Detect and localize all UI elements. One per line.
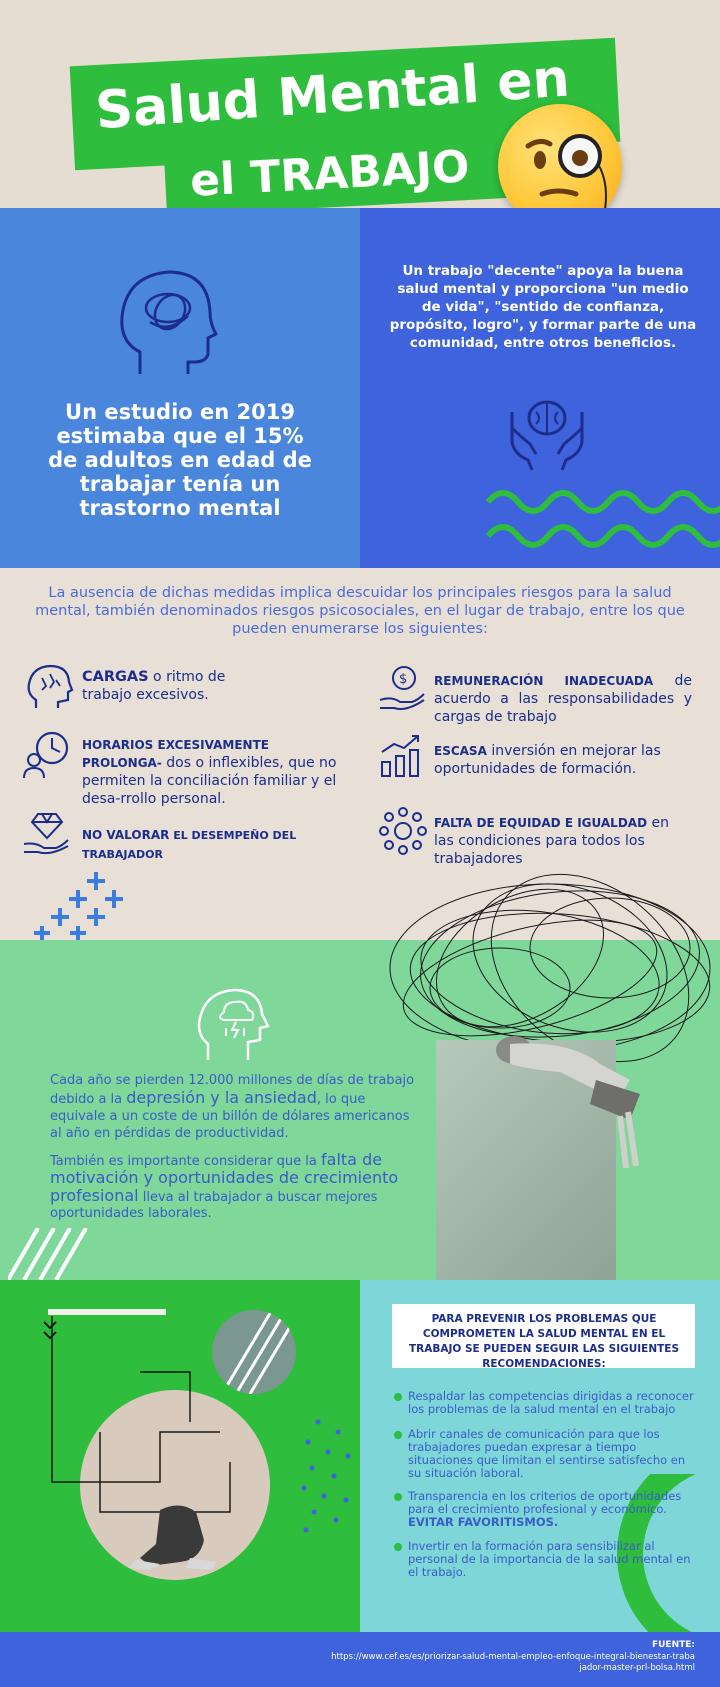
- equality-network-icon: [378, 806, 428, 856]
- bullet-dot: [394, 1393, 402, 1401]
- bullet-dot: [394, 1493, 402, 1501]
- clock-person-icon: [22, 730, 72, 780]
- dot-pattern-decoration: [298, 1416, 358, 1536]
- risks-section: [0, 568, 720, 940]
- source-label: FUENTE:: [651, 1640, 695, 1650]
- decent-work-text: Un trabajo "decente" apoya la buena salu…: [389, 263, 697, 351]
- bullet-dot: [394, 1431, 402, 1439]
- risk-head-1: Cargas: [82, 669, 149, 685]
- motivation-highlight: falta de motivación y oportunidades de c…: [50, 1150, 399, 1205]
- risk-item-equity: Falta de equidad e igualdad en las condi…: [434, 814, 674, 868]
- person-silhouette: [480, 1020, 650, 1170]
- productivity-loss-text: Cada año se pierden 12.000 millones de d…: [50, 1072, 420, 1142]
- risk-head-2: Horarios excesivamente prolonga-: [82, 738, 269, 770]
- white-bar-decoration: [48, 1309, 166, 1315]
- risk-rest-6: en las condiciones para todos los trabaj…: [434, 815, 669, 867]
- motivation-text-pre: También es importante considerar que la: [50, 1154, 322, 1169]
- scribble-cloud-illustration: [360, 868, 720, 1068]
- risk-rest-3: el desempeño del trabajador: [82, 829, 297, 861]
- money-hand-icon: $: [378, 664, 428, 714]
- recommendation-text-3: Transparencia en los criterios de oportu…: [408, 1489, 682, 1516]
- risk-item-pay: Remuneración inadecuada de acuerdo a las…: [434, 672, 692, 726]
- footer: [0, 1632, 720, 1687]
- risk-rest-1: o ritmo de trabajo excesivos.: [82, 669, 226, 703]
- head-scribble-icon: [110, 262, 220, 382]
- loss-text-pre: Cada año se pierden 12.000 millones de d…: [50, 1073, 415, 1107]
- plus-pattern-decoration: [34, 870, 134, 940]
- diagonal-stripes-decoration: [6, 1227, 98, 1281]
- loss-highlight: depresión y la ansiedad: [126, 1088, 317, 1107]
- sitting-person-illustration: [120, 1500, 230, 1572]
- thinking-monocle-emoji-icon: [498, 104, 622, 228]
- green-wave-decoration: [485, 480, 720, 560]
- risk-head-4: Remuneración inadecuada: [434, 674, 654, 688]
- recommendations-title-box: [392, 1304, 695, 1368]
- risk-head-5: Escasa: [434, 744, 487, 758]
- recommendation-item-4: Invertir en la formación para sensibiliz…: [394, 1539, 698, 1579]
- risk-head-6: Falta de equidad e igualdad: [434, 816, 648, 830]
- risk-item-workload: Cargas o ritmo de trabajo excesivos.: [82, 668, 252, 704]
- svg-text:$: $: [399, 672, 407, 687]
- risk-head-3: No valorar: [82, 828, 170, 842]
- line-grid-decoration: [40, 1312, 270, 1532]
- motivation-text-post: lleva al trabajador a buscar mejores opo…: [50, 1190, 378, 1221]
- recommendation-item-1: Respaldar las competencias dirigidas a r…: [394, 1389, 698, 1416]
- recommendation-text-4: Invertir en la formación para sensibiliz…: [408, 1539, 691, 1579]
- recommendation-item-2: Abrir canales de comunicación para que l…: [394, 1427, 698, 1480]
- loss-text-post: , lo que equivale a un coste de un billó…: [50, 1092, 410, 1141]
- study-stat-text: Un estudio en 2019 estimaba que el 15% d…: [48, 400, 312, 520]
- growth-chart-icon: [378, 730, 428, 780]
- risk-item-value: No valorar el desempeño del trabajador: [82, 826, 372, 864]
- recommendations-title: Para prevenir los problemas que comprome…: [408, 1313, 680, 1370]
- motivation-text: También es importante considerar que la …: [50, 1152, 420, 1222]
- hands-brain-icon: [502, 392, 592, 472]
- bullet-dot: [394, 1543, 402, 1551]
- recommendation-text-2: Abrir canales de comunicación para que l…: [408, 1427, 686, 1480]
- risk-rest-2: dos o inflexibles, que no permiten la co…: [82, 755, 337, 807]
- risk-item-training: Escasa inversión en mejorar las oportuni…: [434, 742, 694, 778]
- source-link[interactable]: https://www.cef.es/es/priorizar-salud-me…: [331, 1652, 695, 1673]
- anxiety-head-icon: [196, 984, 270, 1064]
- study-panel: [0, 208, 360, 568]
- risks-intro-text: La ausencia de dichas medidas implica de…: [35, 585, 685, 637]
- stressed-head-icon: [24, 662, 74, 712]
- recommendation-item-3: Transparencia en los criterios de oportu…: [394, 1489, 698, 1529]
- recommendation-emphasis: EVITAR FAVORITISMOS.: [408, 1515, 559, 1529]
- recommendation-text-1: Respaldar las competencias dirigidas a r…: [408, 1389, 694, 1416]
- risk-rest-4: de acuerdo a las responsabilidades y car…: [434, 673, 692, 725]
- diamond-hand-icon: [22, 808, 72, 858]
- risk-rest-5: inversión en mejorar las oportunidades d…: [434, 743, 661, 777]
- risk-item-hours: Horarios excesivamente prolonga- dos o i…: [82, 736, 352, 808]
- green-ring-decoration: [610, 1474, 720, 1632]
